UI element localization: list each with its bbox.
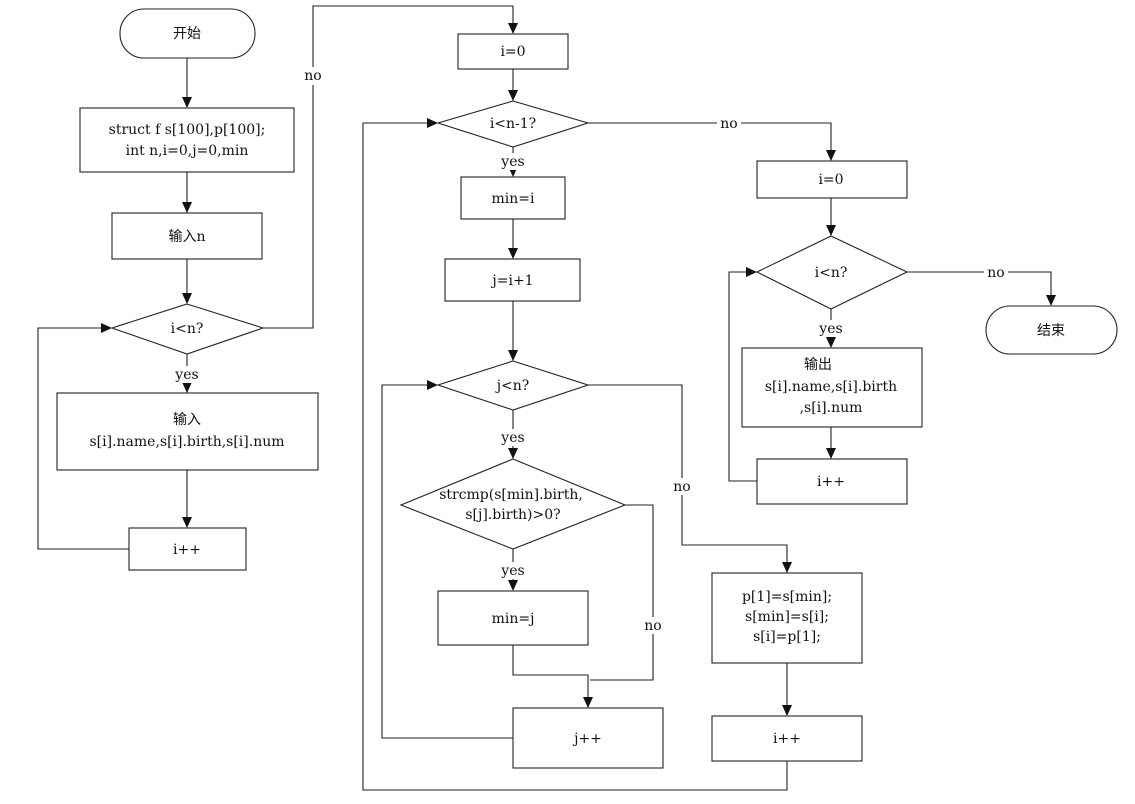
arrow-cond-n1 <box>508 90 518 101</box>
label-yes-2: yes <box>500 154 524 170</box>
inc-i-3-label: i++ <box>817 474 845 490</box>
label-no-5: no <box>987 265 1004 281</box>
label-yes-1: yes <box>174 367 198 383</box>
swap-process: p[1]=s[min]; s[min]=s[i]; s[i]=p[1]; <box>711 572 863 664</box>
cond-j-lt-n-decision: j<n? <box>436 360 590 411</box>
arrow-inc-j <box>583 697 593 708</box>
input-fields-process: 输入 s[i].name,s[i].birth,s[i].num <box>56 392 319 471</box>
init-i-label: i=0 <box>500 44 525 60</box>
min-eq-j-label: min=j <box>492 611 535 627</box>
arrow-input-n <box>182 202 192 213</box>
arrow-j-eq-i1 <box>508 248 518 259</box>
cond-strcmp-line-2: s[j].birth)>0? <box>465 507 560 523</box>
cond-strcmp-line-1: strcmp(s[min].birth, <box>439 487 583 503</box>
arrowheads <box>101 23 1056 716</box>
end-terminal: 结束 <box>985 305 1118 355</box>
arrow-output <box>826 337 836 348</box>
arrow-loop-cond-n1 <box>427 118 438 128</box>
cond-i-lt-n-label: i<n? <box>171 321 204 337</box>
arrow-input-fields <box>182 382 192 393</box>
arrow-inc-i-3 <box>826 448 836 459</box>
arrow-end <box>1046 295 1056 306</box>
input-fields-line-1: 输入 <box>173 412 201 428</box>
input-fields-line-2: s[i].name,s[i].birth,s[i].num <box>89 434 284 450</box>
inc-i-1-process: i++ <box>128 527 247 571</box>
input-n-label: 输入n <box>168 229 205 245</box>
input-n-process: 输入n <box>111 212 263 260</box>
start-label: 开始 <box>173 26 201 42</box>
arrow-cond-i-lt-n <box>182 293 192 304</box>
swap-line-3: s[i]=p[1]; <box>753 629 821 645</box>
end-label: 结束 <box>1037 323 1065 339</box>
output-process: 输出 s[i].name,s[i].birth ,s[i].num <box>741 347 923 428</box>
inc-i-3-process: i++ <box>756 458 908 505</box>
edge-cond-n1-no-to-output <box>588 122 832 154</box>
init-i-2-label: i=0 <box>818 172 843 188</box>
flow-nodes: 开始 struct f s[100],p[100]; int n,i=0,j=0… <box>56 8 1118 769</box>
init-i-2-process: i=0 <box>756 160 908 199</box>
edge-strcmp-no <box>590 504 654 681</box>
cond-i-lt-n-2-label: i<n? <box>815 265 848 281</box>
edge-inc3-loop-back <box>728 271 757 482</box>
arrow-loop-cond-j <box>427 380 438 390</box>
label-yes-5: yes <box>818 321 842 337</box>
edge-inc-i-loop-back <box>362 122 788 791</box>
min-eq-j-process: min=j <box>437 590 589 646</box>
cond-i-lt-n1-label: i<n-1? <box>490 116 536 132</box>
arrow-init-i-2 <box>826 150 836 161</box>
arrow-cond-i-lt-n-2 <box>826 225 836 236</box>
inc-j-label: j++ <box>572 731 602 747</box>
label-no-4: no <box>644 618 661 634</box>
declare-line-2: int n,i=0,j=0,min <box>126 143 249 159</box>
output-line-2: s[i].name,s[i].birth <box>765 379 897 395</box>
arrow-cond-j <box>508 350 518 361</box>
arrow-declare <box>182 97 192 108</box>
edge-cond2-no-to-end <box>907 271 1052 299</box>
edge-cond-no-to-sort <box>263 5 514 329</box>
inc-i-2-process: i++ <box>711 715 863 762</box>
edge-min-j-to-inc-j <box>512 645 589 701</box>
edge-inc-j-loop-back <box>381 384 513 739</box>
start-terminal: 开始 <box>119 8 256 59</box>
min-eq-i-process: min=i <box>460 176 566 220</box>
declare-line-1: struct f s[100],p[100]; <box>109 122 266 138</box>
declare-process: struct f s[100],p[100]; int n,i=0,j=0,mi… <box>79 107 295 173</box>
arrow-swap <box>782 562 792 573</box>
cond-i-lt-n1-decision: i<n-1? <box>436 100 590 148</box>
arrow-loop-cond-1 <box>101 323 112 333</box>
cond-j-lt-n-label: j<n? <box>495 378 530 394</box>
arrow-inc-i-1 <box>182 517 192 528</box>
arrow-loop-cond-2 <box>746 267 757 277</box>
label-no-3: no <box>673 479 690 495</box>
edge-cond-j-no-to-swap <box>588 384 788 566</box>
cond-i-lt-n-2-decision: i<n? <box>755 235 909 310</box>
j-eq-i1-label: j=i+1 <box>490 273 533 289</box>
swap-line-2: s[min]=s[i]; <box>745 609 829 625</box>
label-no-2: no <box>720 116 737 132</box>
label-no-1: no <box>304 68 321 84</box>
inc-j-process: j++ <box>512 707 664 769</box>
edge-labels: no yes yes no yes no yes no yes no <box>170 67 1008 634</box>
arrow-inc-i-2 <box>782 705 792 716</box>
cond-i-lt-n-decision: i<n? <box>110 303 265 355</box>
label-yes-4: yes <box>500 563 524 579</box>
inc-i-2-label: i++ <box>773 731 801 747</box>
arrow-strcmp <box>508 448 518 459</box>
output-line-3: ,s[i].num <box>800 400 863 416</box>
init-i-process: i=0 <box>457 33 569 70</box>
label-yes-3: yes <box>500 430 524 446</box>
arrow-init-i <box>508 23 518 34</box>
min-eq-i-label: min=i <box>492 191 536 207</box>
inc-i-1-label: i++ <box>173 542 201 558</box>
swap-line-1: p[1]=s[min]; <box>742 589 832 605</box>
output-line-1: 输出 <box>804 357 832 373</box>
j-eq-i1-process: j=i+1 <box>444 258 581 302</box>
cond-strcmp-decision: strcmp(s[min].birth, s[j].birth)>0? <box>399 458 627 550</box>
arrow-min-eq-j <box>508 580 518 591</box>
edge-inc-loop-back <box>37 327 129 550</box>
